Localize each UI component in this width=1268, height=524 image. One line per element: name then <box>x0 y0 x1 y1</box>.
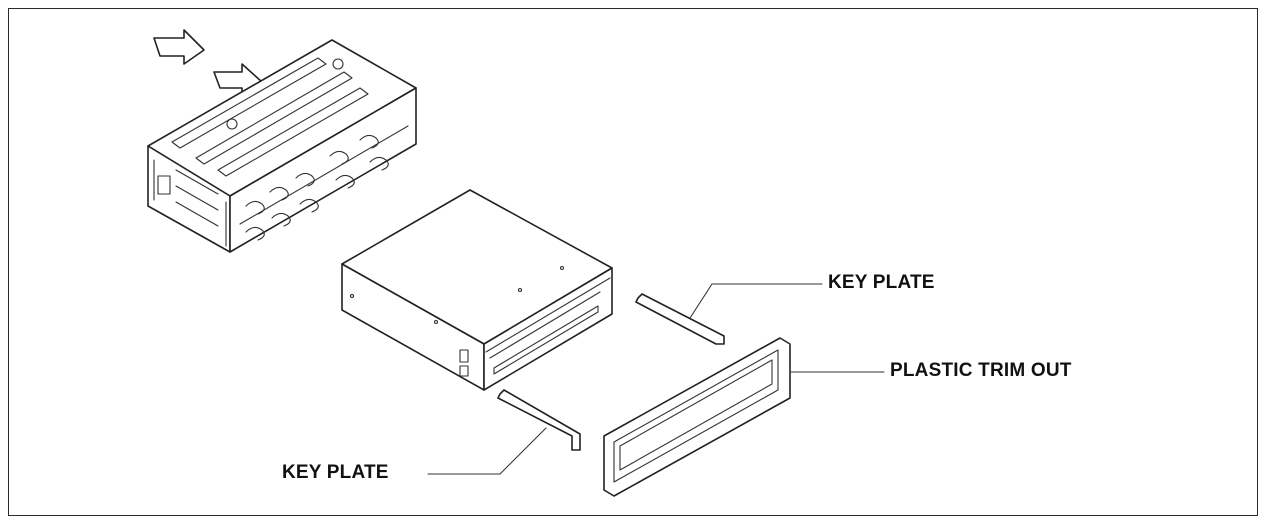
head-unit <box>341 189 613 391</box>
label-key-plate-top: KEY PLATE <box>828 272 935 293</box>
label-plastic-trim-out: PLASTIC TRIM OUT <box>890 360 1072 381</box>
label-key-plate-bottom: KEY PLATE <box>282 462 389 483</box>
arrow-upper <box>153 29 205 65</box>
mounting-sleeve <box>147 39 417 253</box>
leader-line-key-plate-top <box>689 283 713 319</box>
plastic-trim-out <box>603 337 791 497</box>
key-plate-top <box>635 293 725 345</box>
leader-line-key-plate-bottom <box>499 427 547 475</box>
key-plate-bottom <box>497 389 581 451</box>
